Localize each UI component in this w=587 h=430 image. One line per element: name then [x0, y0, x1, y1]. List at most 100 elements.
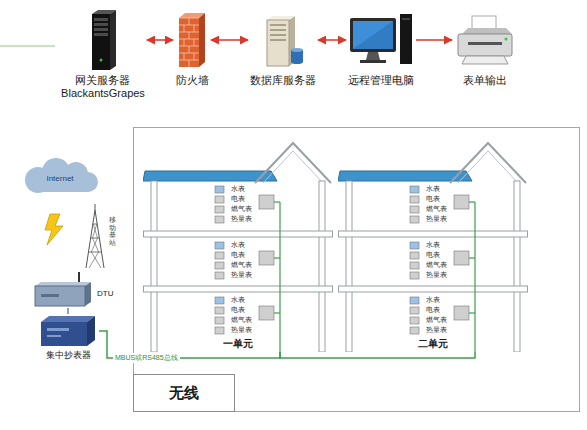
drawing-part	[215, 216, 224, 223]
drawing-part	[410, 297, 419, 304]
node-label: BlackantsGrapes	[61, 87, 145, 100]
drawing-part	[274, 257, 280, 258]
drawing-part	[505, 38, 508, 41]
meter-label: 水表	[426, 241, 440, 249]
meter-label: 电表	[231, 251, 245, 259]
drawing-part	[143, 171, 277, 181]
drawing-part	[215, 242, 224, 249]
device-node: 远程管理电脑	[346, 8, 416, 87]
drawing-part	[514, 181, 520, 352]
node-label: 表单输出	[454, 74, 516, 87]
drawing-part	[259, 306, 274, 320]
drawing-part	[410, 307, 419, 314]
drawing-part	[194, 25, 195, 32]
meter-label: 燃气表	[231, 316, 252, 324]
drawing-part	[270, 29, 286, 31]
meter-label: 水表	[426, 185, 440, 193]
drawing-part	[410, 242, 419, 249]
meter-label: 水表	[231, 185, 245, 193]
drawing-part	[92, 14, 110, 70]
drawing-part	[366, 52, 380, 60]
drawing-part	[88, 252, 101, 253]
meter-label: 燃气表	[231, 205, 252, 213]
drawing-part	[350, 18, 396, 52]
meter-label: 电表	[426, 195, 440, 203]
drawing-part	[400, 14, 412, 64]
drawing-part	[94, 28, 108, 31]
drawing-part	[179, 39, 199, 40]
drawing-part	[339, 286, 528, 292]
meter-label: 电表	[231, 195, 245, 203]
drawing-part	[274, 312, 280, 313]
drawing-part	[179, 53, 199, 54]
meter-label: 水表	[231, 241, 245, 249]
drawing-part	[468, 42, 502, 45]
drawing-part	[360, 60, 386, 63]
drawing-part	[346, 181, 352, 352]
drawing-part	[454, 195, 469, 209]
drawing-part	[144, 286, 333, 292]
drawing-part	[95, 204, 96, 210]
node-label: 一单元	[223, 338, 253, 350]
device-node: 防火墙	[173, 8, 211, 87]
drawing-part	[35, 286, 85, 306]
node-label: 无线	[169, 384, 199, 402]
network-line	[0, 45, 55, 47]
drawing-part	[462, 28, 512, 34]
drawing-part	[94, 33, 108, 36]
drawing-part	[215, 196, 224, 203]
drawing-part	[410, 252, 419, 259]
meter-label: 电表	[426, 251, 440, 259]
connector	[211, 39, 248, 41]
drawing-part	[410, 196, 419, 203]
drawing-part	[47, 328, 69, 331]
drawing-part	[291, 48, 303, 52]
drawing-part	[41, 294, 59, 297]
node-label: Internet	[46, 174, 73, 184]
drawing-part	[469, 257, 475, 258]
node-label: 数据库服务器	[250, 74, 316, 87]
drawing-part	[410, 262, 419, 269]
meter-label: 水表	[426, 296, 440, 304]
drawing-part	[86, 210, 95, 268]
drawing-part	[410, 272, 419, 279]
meter-label: 热量表	[426, 215, 447, 223]
connector	[318, 39, 346, 41]
device-node: 网关服务器BlackantsGrapes	[59, 8, 147, 100]
drawing-part	[215, 297, 224, 304]
drawing-part	[267, 20, 289, 66]
drawing-part	[215, 252, 224, 259]
connector	[416, 39, 452, 41]
drawing-part	[353, 21, 393, 49]
drawing-part	[270, 34, 286, 36]
drawing-part	[194, 39, 195, 46]
drawing-part	[215, 186, 224, 193]
device-icon	[261, 8, 305, 72]
connector	[280, 352, 475, 358]
drawing-part	[469, 201, 475, 202]
device-icon	[454, 8, 516, 72]
drawing-part	[454, 251, 469, 265]
meter-label: 电表	[426, 306, 440, 314]
drawing-part	[215, 272, 224, 279]
meter-label: 燃气表	[231, 261, 252, 269]
drawing-part	[259, 251, 274, 265]
drawing-part	[95, 210, 104, 268]
drawing-part	[85, 282, 91, 306]
drawing-part	[410, 186, 419, 193]
dtu-device: DTU	[33, 272, 113, 308]
meter-label: 燃气表	[426, 261, 447, 269]
drawing-part	[94, 18, 108, 21]
device-icon	[348, 8, 414, 72]
drawing-part	[151, 181, 157, 352]
meter-label: 热量表	[231, 271, 252, 279]
drawing-part	[189, 46, 190, 53]
device-icon	[175, 8, 209, 72]
drawing-part	[179, 25, 199, 26]
cloud-shape: Internet	[16, 156, 104, 196]
drawing-part	[462, 56, 508, 64]
device-node: 集中抄表器	[37, 314, 99, 361]
drawing-part	[91, 238, 100, 239]
drawing-part	[35, 282, 91, 286]
drawing-part	[215, 307, 224, 314]
